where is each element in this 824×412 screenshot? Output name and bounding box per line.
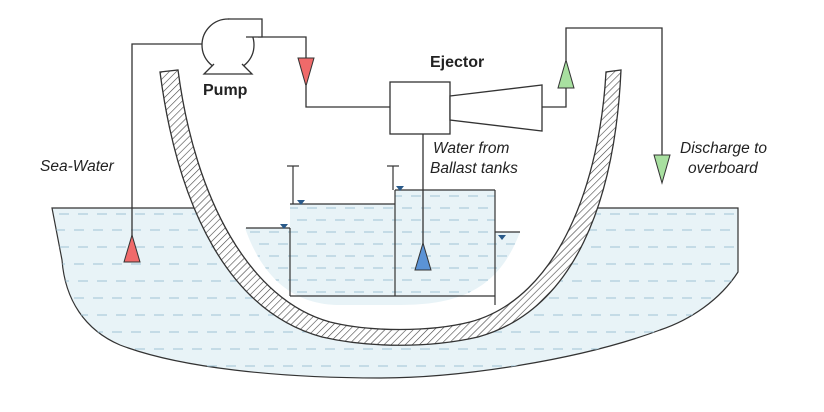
tank-water-dashes: [245, 195, 520, 293]
piping: [131, 27, 663, 248]
ballast-label-line1: Water from: [433, 140, 509, 157]
ejector-label: Ejector: [430, 54, 484, 71]
flow-arrow-down-icon: [297, 57, 315, 88]
pump-label: Pump: [203, 82, 248, 99]
flow-arrows: [123, 57, 671, 271]
discharge-label-line1: Discharge to: [680, 140, 767, 157]
tank-walls: [246, 189, 520, 305]
water-level-icon: [280, 224, 288, 229]
pump-icon: [201, 18, 263, 75]
water-level-icon: [396, 186, 404, 191]
water-level-icon: [498, 235, 506, 240]
labels: Pump Ejector Sea-Water Water from Ballas…: [40, 54, 767, 177]
discharge-label-line2: overboard: [688, 160, 759, 177]
water-level-markers: [280, 186, 506, 240]
water-level-icon: [297, 200, 305, 205]
sounding-pipes: [287, 165, 399, 204]
ballast-tank-water: [245, 189, 520, 305]
flow-arrow-down-icon: [653, 154, 671, 185]
flow-arrow-up-icon: [123, 233, 141, 263]
flow-arrow-up-icon: [414, 241, 432, 271]
ejector-icon: [389, 81, 543, 135]
ballast-label-line2: Ballast tanks: [430, 160, 518, 177]
sea-water-label: Sea-Water: [40, 158, 115, 175]
flow-arrow-up-icon: [557, 58, 575, 89]
